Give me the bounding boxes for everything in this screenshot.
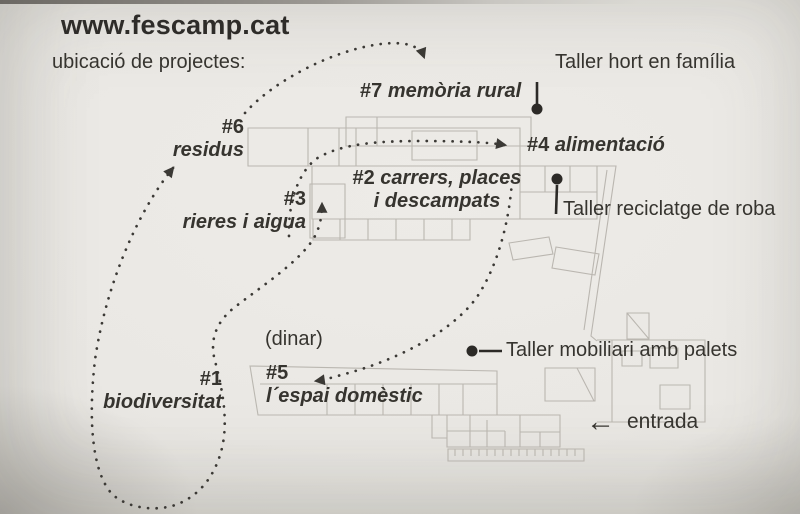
plan-entrance-hatched-wall bbox=[447, 448, 585, 462]
project-label-2: #2 carrers, places i descampats bbox=[327, 167, 547, 213]
project-7-name: memòria rural bbox=[387, 80, 522, 102]
project-1-name: biodiversitat bbox=[103, 391, 222, 413]
entrance-arrow-icon: ← bbox=[586, 406, 615, 438]
site-url: www.fescamp.cat bbox=[61, 10, 290, 40]
page-subtitle: ubicació de projectes: bbox=[52, 51, 246, 73]
workshop-label-reciclatge: Taller reciclatge de roba bbox=[563, 198, 776, 220]
project-2-id: #2 bbox=[352, 167, 375, 189]
reciclatge-pin-icon bbox=[551, 173, 563, 215]
project-7-id: #7 bbox=[360, 80, 383, 102]
plan-right-wing bbox=[508, 165, 617, 342]
project-2-name-line1: carrers, places bbox=[380, 167, 522, 189]
route-to-5 bbox=[313, 179, 514, 386]
plan-entrance-rooms bbox=[431, 414, 561, 448]
photo-corner-shadow-left bbox=[0, 384, 200, 514]
hort-pin-icon bbox=[531, 82, 543, 115]
project-4-name: alimentació bbox=[554, 134, 665, 156]
dotted-routes bbox=[90, 41, 514, 510]
mobiliari-pin-icon bbox=[466, 345, 502, 357]
project-label-4: #4 alimentació bbox=[527, 134, 665, 157]
plan-courtyard-rooms bbox=[544, 312, 706, 423]
project-label-6: #6 residus bbox=[150, 116, 244, 162]
project-label-3: #3 rieres i aigua bbox=[180, 188, 306, 234]
workshop-label-hort: Taller hort en família bbox=[555, 51, 736, 73]
project-1-id: #1 bbox=[199, 368, 222, 390]
entrance-label: entrada bbox=[627, 410, 698, 434]
workshop-label-mobiliari: Taller mobiliari amb palets bbox=[506, 339, 738, 361]
workshop-callout-pins bbox=[466, 82, 563, 357]
dinner-annotation: (dinar) bbox=[265, 328, 323, 350]
photo-top-edge-shadow bbox=[0, 0, 800, 4]
project-6-name: residus bbox=[172, 139, 244, 161]
floor-plan bbox=[247, 116, 706, 462]
project-5-name: l´espai domèstic bbox=[266, 385, 423, 407]
project-label-1: #1 biodiversitat bbox=[100, 368, 222, 414]
project-5-id: #5 bbox=[266, 362, 289, 384]
project-label-7: #7 memòria rural bbox=[360, 80, 521, 103]
project-3-name: rieres i aigua bbox=[182, 211, 306, 233]
plan-mid-rooms bbox=[309, 166, 598, 241]
project-2-name-line2: i descampats bbox=[373, 190, 501, 212]
project-4-id: #4 bbox=[527, 134, 550, 156]
project-label-5: #5 l´espai domèstic bbox=[266, 362, 423, 408]
project-6-id: #6 bbox=[221, 116, 244, 138]
photo-corner-shadow-right bbox=[630, 414, 800, 514]
route-to-7 bbox=[243, 41, 427, 115]
project-3-id: #3 bbox=[283, 188, 306, 210]
